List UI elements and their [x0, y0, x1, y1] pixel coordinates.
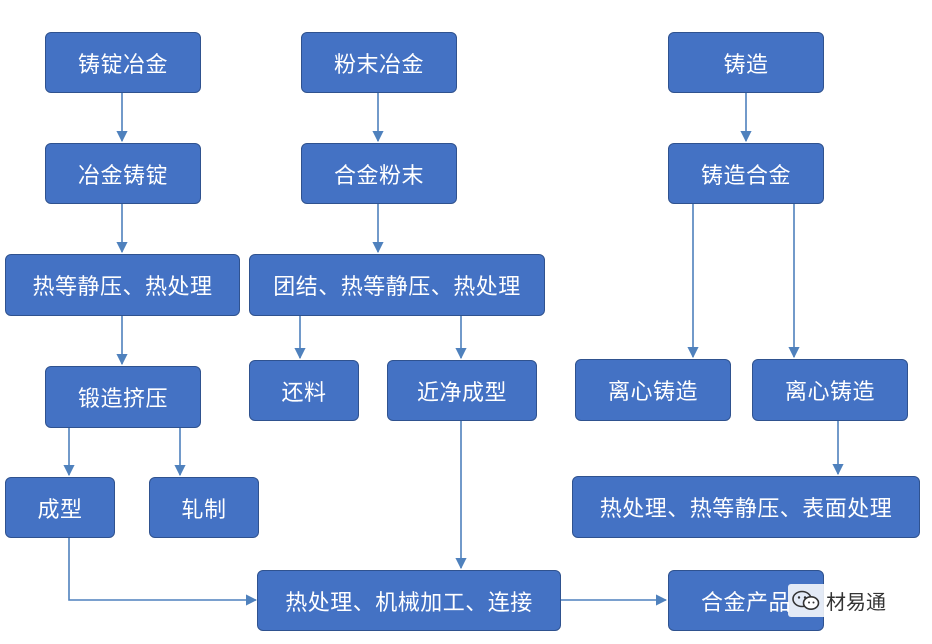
node-consolidation-hip-heat: 团结、热等静压、热处理	[249, 254, 545, 316]
node-centrifugal-casting-1: 离心铸造	[575, 359, 731, 421]
node-heat-machining-joining: 热处理、机械加工、连接	[257, 570, 561, 631]
node-rolling: 轧制	[149, 477, 259, 538]
node-centrifugal-casting-2: 离心铸造	[752, 359, 908, 421]
watermark: 材易通	[788, 584, 890, 617]
node-hip-heat-treatment: 热等静压、热处理	[5, 254, 240, 316]
node-alloy-ingot: 冶金铸锭	[45, 143, 201, 204]
node-return-material: 还料	[249, 360, 359, 421]
node-forging-extrusion: 锻造挤压	[45, 366, 201, 428]
node-forming: 成型	[5, 477, 115, 538]
wechat-icon	[792, 590, 820, 610]
node-powder-metallurgy: 粉末冶金	[301, 32, 457, 93]
watermark-text: 材易通	[826, 590, 886, 614]
node-alloy-powder: 合金粉末	[301, 143, 457, 204]
node-near-net-shape: 近净成型	[387, 360, 537, 421]
node-heat-hip-surface: 热处理、热等静压、表面处理	[572, 476, 920, 538]
node-casting: 铸造	[668, 32, 824, 93]
node-ingot-metallurgy: 铸锭冶金	[45, 32, 201, 93]
node-cast-alloy: 铸造合金	[668, 143, 824, 204]
edge-forming-to-final-processing	[68, 538, 258, 606]
